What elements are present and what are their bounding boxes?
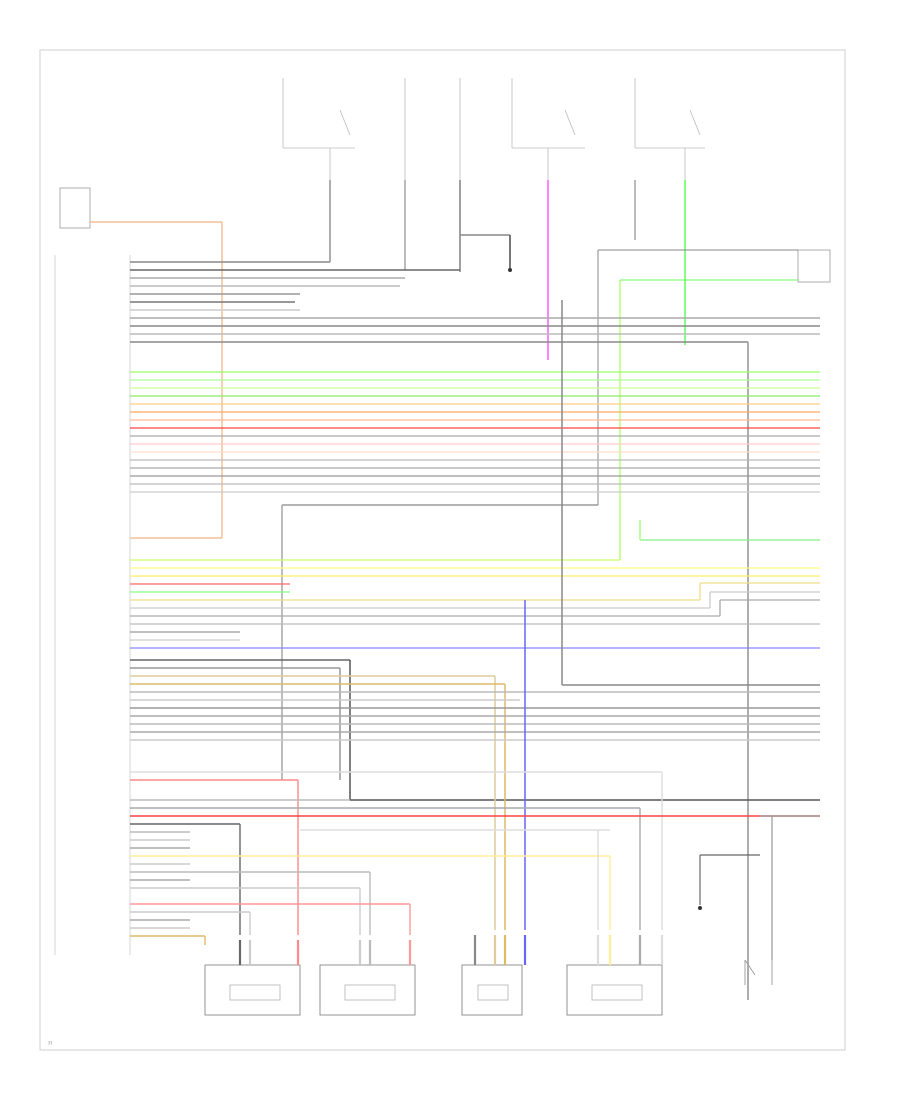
bus-group-1 xyxy=(130,261,820,1000)
fuse-panel-area xyxy=(282,78,705,200)
bus-group-5 xyxy=(130,771,820,945)
motor-unit-pins xyxy=(238,935,664,965)
pressure-switch xyxy=(744,959,773,985)
ground-symbols xyxy=(508,268,702,910)
bus-group-2 xyxy=(130,371,820,493)
motor-units xyxy=(204,964,663,1016)
relay-box-right xyxy=(797,249,831,283)
motor-unit-2 xyxy=(319,964,416,1016)
vertical-feeds xyxy=(329,180,686,360)
connector-top-left xyxy=(59,187,91,229)
footer-code: ?? xyxy=(48,1041,52,1046)
right-branches xyxy=(699,815,820,960)
motor-unit-4 xyxy=(566,964,663,1016)
bus-group-3 xyxy=(130,504,820,780)
bus-group-4 xyxy=(130,300,820,930)
motor-unit-3 xyxy=(461,964,523,1016)
motor-unit-1 xyxy=(204,964,301,1016)
diagram-border xyxy=(39,49,846,1051)
